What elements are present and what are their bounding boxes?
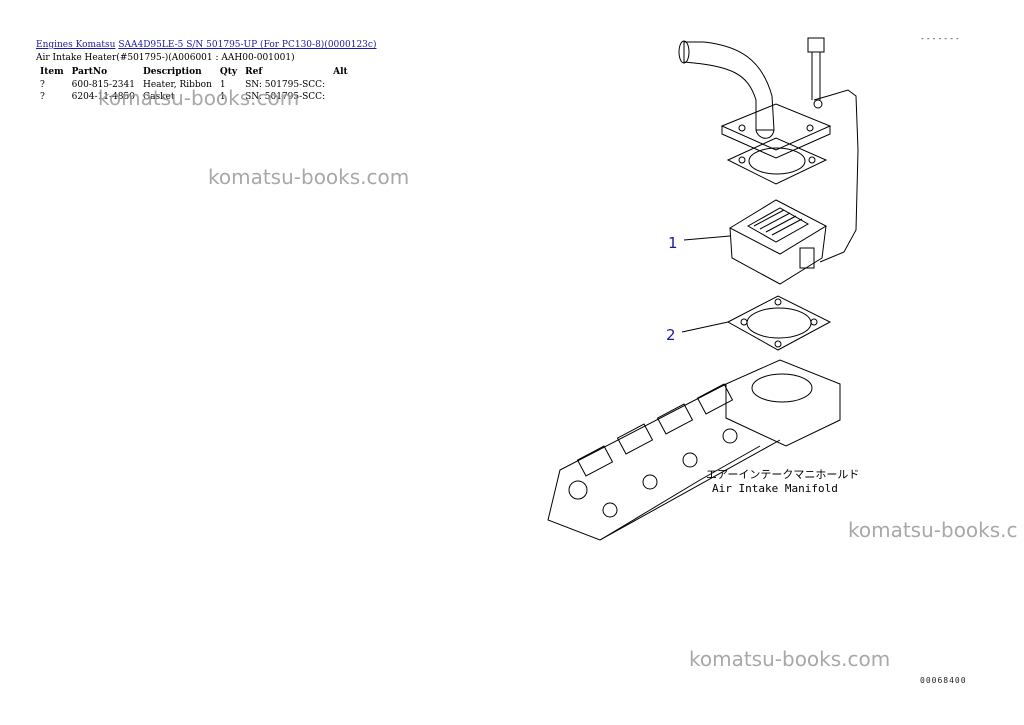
breadcrumb-link-engines[interactable]: Engines Komatsu [36,40,116,50]
column-header-qty: Qty [219,67,238,77]
manifold-label-en: Air Intake Manifold [712,482,838,495]
column-header-description: Description [142,67,202,77]
cell-partno: 600-815-2341 [71,80,135,90]
gasket [726,295,832,351]
table-row: ? 600-815-2341 Heater, Ribbon 1 SN: 5017… [36,79,352,91]
column-header-item: Item [40,67,64,77]
bolt-and-wire [807,37,859,263]
column-header-partno: PartNo [71,67,108,77]
top-code: ------- [920,34,961,43]
cell-partno: 6204-11-4850 [71,92,135,102]
cell-description: Gasket [142,92,175,102]
column-header-ref: Ref [245,67,263,77]
intake-manifold [547,359,841,541]
callout-1: 1 [668,234,678,252]
cell-qty: 1 [219,80,226,90]
breadcrumb-link-model[interactable]: SAA4D95LE-5 S/N 501795-UP (For PC130-8)(… [118,40,377,50]
cell-qty: 1 [219,92,226,102]
breadcrumb: Engines Komatsu SAA4D95LE-5 S/N 501795-U… [36,40,376,50]
column-header-alt: Alt [333,67,348,77]
leader-line-1 [683,235,731,241]
cell-ref: SN: 501795-SCC: [245,80,326,90]
table-header-row: Item PartNo Description Qty Ref Alt [36,65,352,79]
top-flange [720,103,832,159]
page-title: Air Intake Heater(#501795-)(A006001 : AA… [36,53,295,63]
upper-gasket [726,137,828,185]
watermark: komatsu-books.c [848,518,1018,542]
manifold-label-jp: エアーインテークマニホールド [706,468,859,481]
figure-code: 00068400 [920,676,967,685]
parts-table: Item PartNo Description Qty Ref Alt ? 60… [36,65,352,103]
cell-description: Heater, Ribbon [142,80,212,90]
callout-2: 2 [666,326,676,344]
cell-item: ? [40,92,45,102]
heater-ribbon-body [728,199,828,285]
elbow-pipe [678,40,775,139]
cell-ref: SN: 501795-SCC: [245,92,326,102]
watermark: komatsu-books.com [98,86,300,110]
table-row: ? 6204-11-4850 Gasket 1 SN: 501795-SCC: [36,91,352,103]
leader-line-2 [681,321,729,333]
watermark: komatsu-books.com [689,647,891,671]
watermark: komatsu-books.com [208,165,410,189]
cell-item: ? [40,80,45,90]
